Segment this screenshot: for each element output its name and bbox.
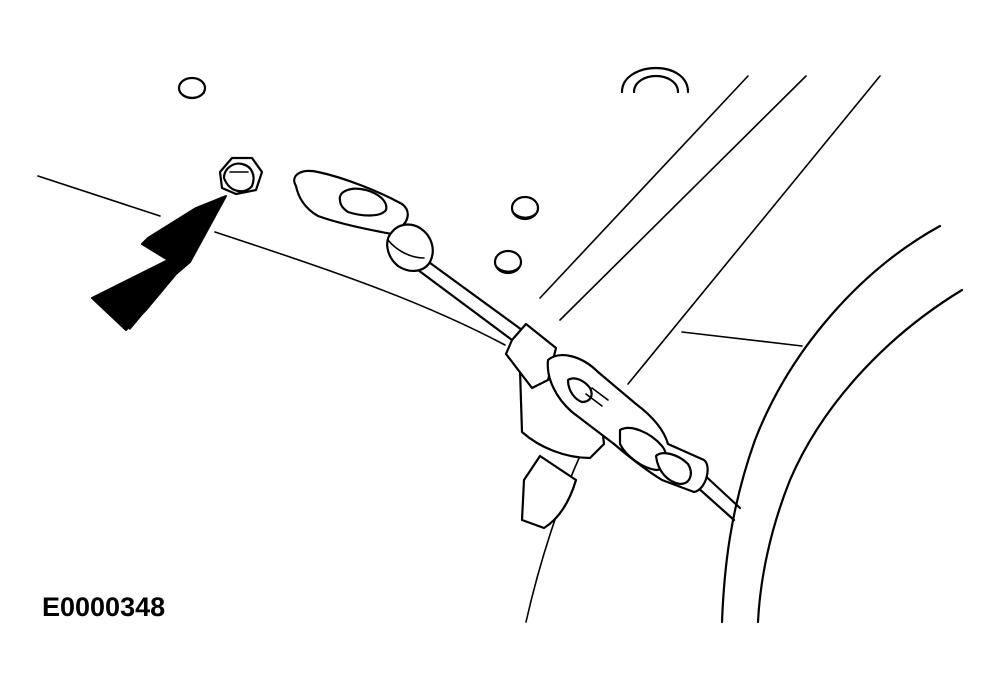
dipstick-handle[interactable]	[293, 169, 434, 272]
tube-clip	[504, 322, 709, 494]
bolt-icon	[218, 156, 264, 196]
engine-block-lines	[539, 75, 881, 385]
arrow-icon	[91, 195, 227, 331]
figure-id-label: E0000348	[42, 592, 166, 622]
bell-housing	[525, 224, 964, 624]
mounting-studs	[177, 66, 690, 275]
panel-edges	[37, 175, 506, 346]
